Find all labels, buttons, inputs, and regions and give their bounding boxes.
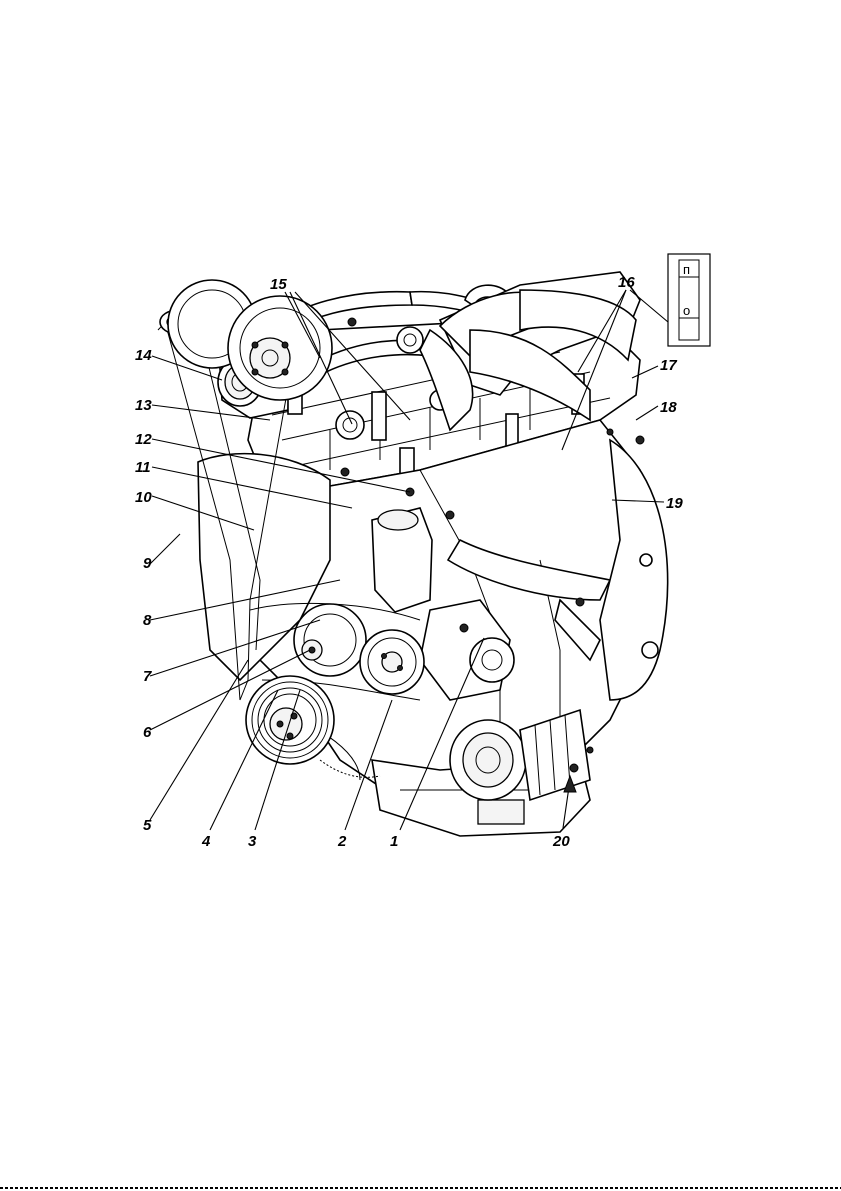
callout-3: 3: [248, 833, 257, 850]
callout-4: 4: [201, 833, 211, 850]
callout-8: 8: [143, 612, 152, 629]
leader-4: [210, 690, 278, 830]
callout-7: 7: [143, 668, 152, 685]
callout-19: 19: [666, 495, 683, 512]
callout-17: 17: [660, 357, 677, 374]
callout-10: 10: [135, 489, 152, 506]
inset-letter-bottom: о: [683, 303, 690, 318]
callout-14: 14: [135, 347, 152, 364]
callout-1: 1: [390, 833, 398, 850]
leader-18: [636, 406, 658, 420]
callout-12: 12: [135, 431, 152, 448]
callout-5: 5: [143, 817, 152, 834]
callout-2: 2: [337, 833, 347, 850]
inset-letter-top: п: [683, 262, 690, 277]
engine-illustration: [158, 272, 668, 836]
inset-detail: п о: [668, 254, 710, 346]
callout-11: 11: [135, 459, 151, 476]
callout-15: 15: [270, 276, 287, 293]
callout-6: 6: [143, 724, 152, 741]
thermostat-housing: [372, 508, 432, 612]
leader-9: [150, 534, 180, 564]
callout-9: 9: [143, 555, 152, 572]
callout-13: 13: [135, 397, 152, 414]
leader-5: [150, 660, 248, 820]
callout-20: 20: [552, 833, 570, 850]
callout-16: 16: [618, 274, 635, 291]
callout-18: 18: [660, 399, 677, 416]
